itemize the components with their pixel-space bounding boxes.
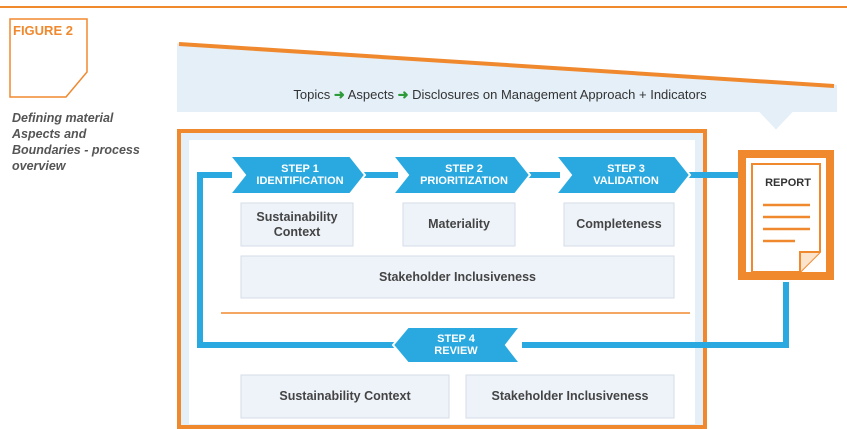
box-materiality-frame xyxy=(402,202,516,247)
principle-completeness: Completeness xyxy=(576,217,662,231)
principle-materiality: Materiality xyxy=(428,217,490,231)
banner-text: Topics ➜ Aspects ➜ Disclosures on Manage… xyxy=(200,87,800,103)
box-sustainability-context-frame xyxy=(240,202,354,247)
step4-chevron xyxy=(391,326,523,364)
review-sustainability-context: Sustainability Context xyxy=(279,389,411,403)
step2-number: STEP 2 xyxy=(445,163,483,175)
report-page-fold xyxy=(799,251,820,272)
box-review-context-frame xyxy=(240,374,450,419)
step1-name: IDENTIFICATION xyxy=(256,175,344,187)
funnel-banner xyxy=(175,40,839,133)
step2-name: PRIORITIZATION xyxy=(420,175,508,187)
banner-topics: Topics xyxy=(293,87,331,102)
step3-chevron xyxy=(553,155,692,195)
banner-aspects: Aspects xyxy=(347,87,394,102)
box-stakeholder-frame xyxy=(240,255,675,299)
principle-sustainability-context: Sustainability Context xyxy=(256,209,338,239)
step3-name: VALIDATION xyxy=(593,175,659,187)
figure-label: FIGURE 2 xyxy=(13,23,73,38)
step2-chevron xyxy=(390,155,532,195)
box-review-stakeholder-frame xyxy=(465,374,675,419)
report-lines-icon xyxy=(763,203,810,243)
step1-number: STEP 1 xyxy=(281,163,319,175)
green-arrow-icon: ➜ xyxy=(397,87,409,102)
box-completeness-frame xyxy=(563,202,675,247)
step2-label: STEP 2 PRIORITIZATION xyxy=(408,163,520,187)
step4-number: STEP 4 xyxy=(437,333,475,345)
review-stakeholder-inclusiveness: Stakeholder Inclusiveness xyxy=(491,389,649,403)
step3-label: STEP 3 VALIDATION xyxy=(571,163,681,187)
green-arrow-icon: ➜ xyxy=(333,87,345,102)
step4-name: REVIEW xyxy=(434,345,478,357)
principle-stakeholder-inclusiveness: Stakeholder Inclusiveness xyxy=(378,269,536,284)
step3-number: STEP 3 xyxy=(607,163,645,175)
loop-left-path xyxy=(197,172,395,348)
report-label: REPORT xyxy=(765,177,811,189)
banner-disclosures: Disclosures on Management Approach + Ind… xyxy=(412,87,707,102)
funnel-edge-accent xyxy=(178,42,835,88)
step1-label: STEP 1 IDENTIFICATION xyxy=(245,163,355,187)
figure-label-frame xyxy=(9,18,88,98)
diagram-title: Defining material Aspects and Boundaries… xyxy=(12,111,140,173)
step1-chevron xyxy=(227,155,367,195)
loop-right-path xyxy=(522,282,789,348)
step4-label: STEP 4 REVIEW xyxy=(400,333,512,357)
